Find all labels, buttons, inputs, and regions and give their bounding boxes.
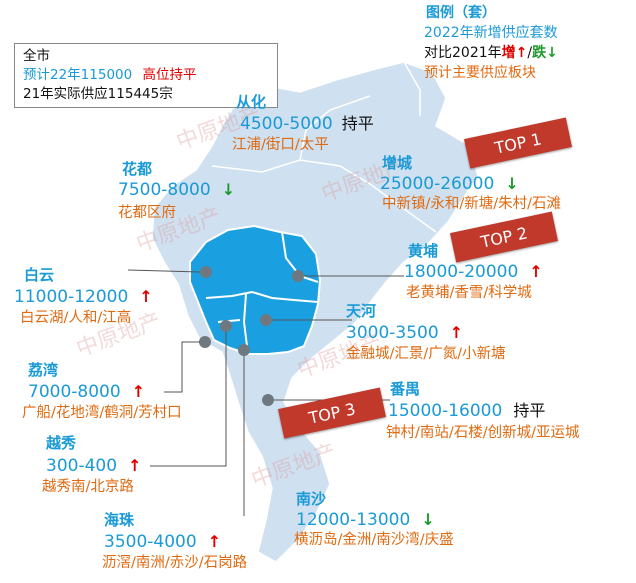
district-figures: 7500-8000 ↓ — [118, 182, 235, 199]
legend-line3: 预计主要供应板块 — [424, 65, 536, 81]
district-name: 海珠 — [104, 511, 135, 529]
district-blocks: 老黄埔/香雪/科学城 — [406, 285, 532, 301]
city-summary-box: 全市 预计22年115000 高位持平 21年实际供应115445宗 — [14, 43, 278, 108]
district-blocks: 越秀南/北京路 — [42, 479, 134, 495]
district-name: 荔湾 — [28, 361, 59, 379]
district-blocks: 中新镇/永和/新塘/朱村/石滩 — [382, 196, 562, 212]
district-range: 7000-8000 — [28, 382, 121, 402]
district-range: 4500-5000 — [240, 114, 333, 134]
location-dots — [199, 266, 304, 406]
legend-compare: 对比2021年 — [424, 45, 502, 61]
summary-forecast-trend: 高位持平 — [142, 67, 197, 83]
district-range: 18000-20000 — [404, 262, 519, 282]
summary-forecast: 预计22年115000 高位持平 — [23, 67, 197, 83]
district-trend: ↑ — [529, 262, 543, 281]
dot-haizhu — [238, 344, 250, 356]
district-range: 11000-12000 — [14, 287, 129, 307]
district-name: 天河 — [346, 302, 377, 320]
district-figures: 4500-5000 持平 — [240, 116, 374, 133]
summary-forecast-label: 预计22年115000 — [23, 67, 133, 83]
dot-panyu — [262, 394, 274, 406]
district-trend: ↑ — [131, 382, 146, 401]
district-blocks: 白云湖/人和/江高 — [20, 310, 132, 326]
legend-line2: 对比2021年增↑/跌↓ — [424, 46, 558, 60]
district-name: 番禺 — [390, 380, 421, 398]
district-figures: 18000-20000 ↑ — [404, 264, 543, 281]
legend-sep: / — [527, 45, 533, 61]
district-figures: 25000-26000 ↓ — [380, 176, 519, 193]
legend-down: 跌↓ — [532, 45, 558, 61]
district-trend: ↓ — [421, 510, 435, 529]
core-borders — [205, 231, 319, 355]
district-name: 黄埔 — [408, 242, 439, 260]
district-figures: 12000-13000 ↓ — [296, 512, 435, 529]
district-figures: 11000-12000 ↑ — [14, 289, 153, 306]
dot-yuexiu — [220, 320, 232, 332]
district-range: 3000-3500 — [346, 323, 439, 343]
district-blocks: 江浦/街口/太平 — [232, 137, 329, 153]
district-blocks: 花都区府 — [118, 205, 176, 221]
district-blocks: 横沥岛/金洲/南沙湾/庆盛 — [294, 532, 454, 548]
district-trend: 持平 — [513, 401, 546, 420]
district-trend: ↑ — [128, 456, 142, 475]
legend-up: 增↑ — [501, 45, 528, 61]
leader-lines — [127, 269, 404, 516]
district-trend: ↑ — [139, 287, 153, 306]
district-name: 从化 — [236, 93, 267, 111]
district-blocks: 钟村/南站/石楼/创新城/亚运城 — [386, 425, 580, 441]
district-figures: 3500-4000 ↑ — [104, 534, 221, 551]
district-range: 25000-26000 — [380, 174, 495, 194]
district-range: 12000-13000 — [296, 510, 411, 530]
dot-huangpu — [292, 270, 304, 282]
district-trend: ↓ — [505, 174, 519, 193]
district-range: 7500-8000 — [118, 180, 211, 200]
district-blocks: 金融城/汇景/广氮/小新塘 — [346, 346, 506, 362]
district-figures: 15000-16000 持平 — [388, 403, 545, 420]
dot-baiyun — [200, 266, 212, 278]
district-trend: ↑ — [207, 532, 222, 551]
legend-line1: 2022年新增供应套数 — [424, 25, 558, 41]
district-range: 3500-4000 — [104, 532, 197, 552]
district-name: 白云 — [24, 266, 55, 284]
dot-liwan — [199, 336, 211, 348]
district-name: 花都 — [122, 160, 153, 178]
dot-tianhe — [260, 314, 272, 326]
summary-actual: 21年实际供应115445宗 — [23, 86, 173, 102]
legend-title: 图例（套） — [426, 5, 496, 21]
district-trend: ↑ — [449, 323, 464, 342]
district-name: 南沙 — [296, 490, 327, 508]
district-blocks: 广船/花地湾/鹤洞/芳村口 — [22, 405, 182, 421]
district-trend: 持平 — [341, 114, 374, 133]
district-name: 越秀 — [46, 434, 77, 452]
district-name: 增城 — [382, 154, 413, 172]
district-blocks: 沥滘/南洲/赤沙/石岗路 — [102, 555, 248, 571]
district-figures: 7000-8000 ↑ — [28, 384, 145, 401]
summary-title: 全市 — [23, 48, 50, 64]
district-trend: ↓ — [221, 180, 236, 199]
district-range: 15000-16000 — [388, 401, 503, 421]
district-range: 300-400 — [46, 456, 118, 476]
district-figures: 3000-3500 ↑ — [346, 325, 463, 342]
district-figures: 300-400 ↑ — [46, 458, 142, 475]
